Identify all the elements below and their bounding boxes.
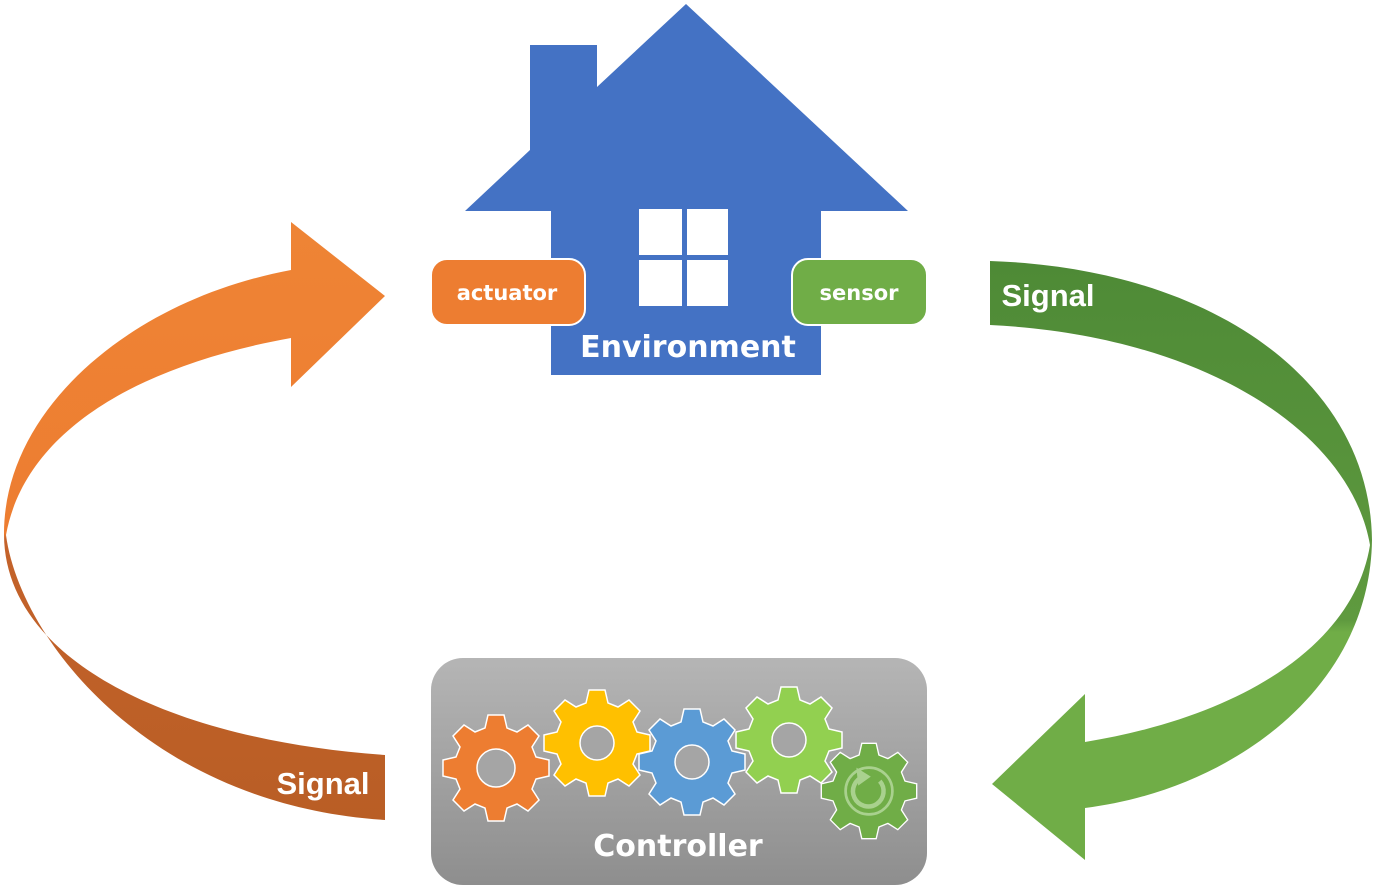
sensor-label: sensor — [820, 281, 900, 305]
actuator-box: actuator — [430, 258, 586, 326]
controller-box: Controller — [431, 658, 927, 885]
gear-icon — [638, 708, 746, 816]
actuator-label: actuator — [457, 281, 558, 305]
environment-label: Environment — [580, 330, 796, 365]
window-icon — [639, 209, 728, 306]
gear-icon — [735, 686, 843, 794]
signal-label-right: Signal — [1001, 278, 1094, 313]
green-arrow-body — [990, 261, 1372, 860]
controller-label: Controller — [593, 829, 763, 864]
signal-label-left: Signal — [276, 766, 369, 801]
refresh-gear-icon — [820, 742, 918, 840]
orange-arrow-body — [3, 222, 385, 820]
signal-arrow-right — [990, 261, 1372, 860]
gear-icon — [442, 714, 550, 822]
sensor-box: sensor — [791, 258, 928, 326]
signal-arrow-left — [3, 222, 385, 820]
gear-icon — [543, 689, 651, 797]
